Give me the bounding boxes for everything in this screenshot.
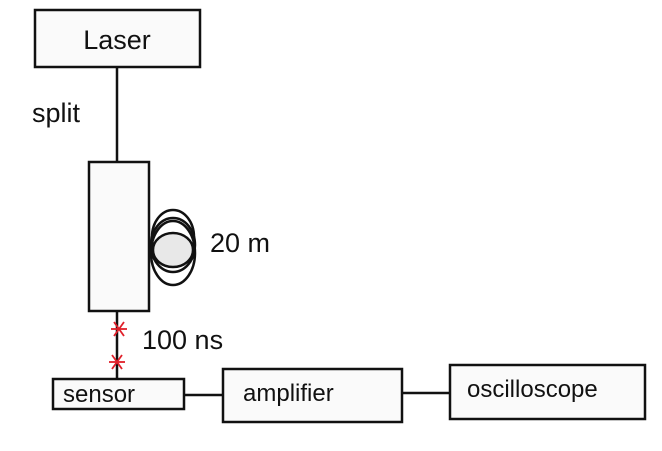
coil-loop bbox=[151, 231, 195, 269]
sensor-box bbox=[51, 377, 186, 411]
laser-box bbox=[33, 8, 202, 69]
split-label: split bbox=[32, 98, 81, 128]
amplifier-label: amplifier bbox=[243, 380, 334, 407]
laser-label: Laser bbox=[83, 25, 151, 55]
amplifier-box bbox=[221, 367, 404, 424]
oscilloscope-box bbox=[448, 363, 647, 421]
sensor-label: sensor bbox=[63, 381, 135, 408]
marker-star-icon bbox=[111, 321, 127, 337]
fiber-coil-icon bbox=[149, 208, 197, 287]
splitter-box bbox=[87, 160, 151, 313]
fiber-length-label: 20 m bbox=[210, 228, 270, 258]
delay-label: 100 ns bbox=[142, 325, 223, 355]
oscilloscope-label: oscilloscope bbox=[467, 376, 598, 403]
coil-loop bbox=[149, 219, 197, 287]
marker-star-icon bbox=[109, 354, 125, 370]
